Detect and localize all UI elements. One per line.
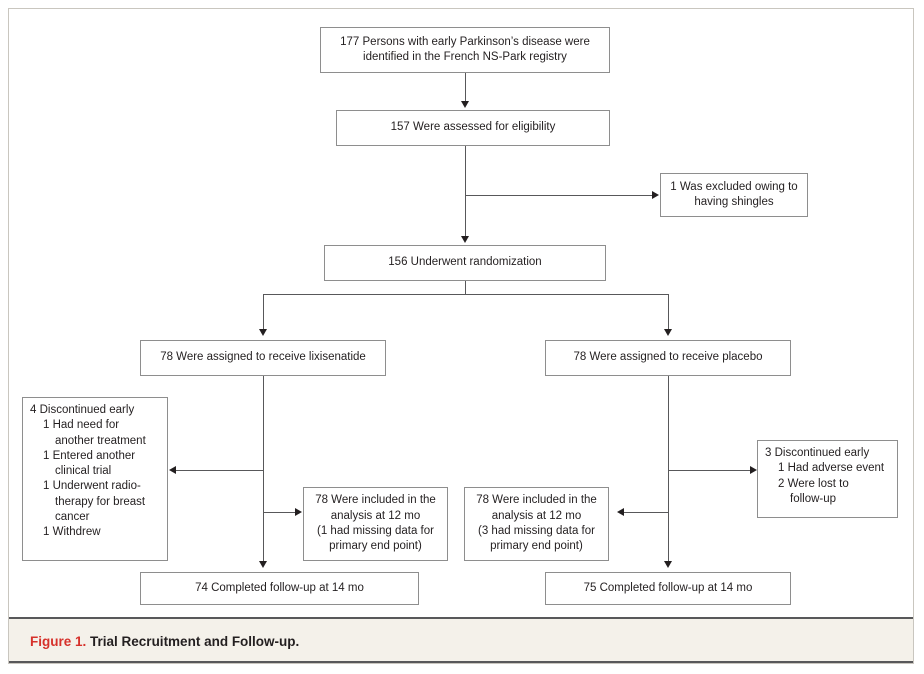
discontinued-lixisenatide-item-3: 1 Underwent radio- therapy for breast ca… bbox=[30, 479, 160, 525]
arrow-excluded bbox=[652, 191, 659, 199]
box-identified-line2: identified in the French NS-Park registr… bbox=[363, 51, 567, 63]
analysis-lixisenatide-line4: primary end point) bbox=[329, 540, 422, 553]
box-assessed: 157 Were assessed for eligibility bbox=[336, 110, 610, 146]
caption-bottom-rule bbox=[9, 661, 913, 663]
box-excluded-line1: 1 Was excluded owing to bbox=[670, 180, 798, 193]
connector-identified-assessed bbox=[465, 73, 466, 103]
placebo-item-1-line1: 1 Had adverse event bbox=[778, 462, 885, 475]
item-4-line1: 1 Withdrew bbox=[43, 526, 101, 539]
box-randomized-line1: 156 Underwent randomization bbox=[388, 256, 542, 269]
connector-split-right bbox=[668, 294, 669, 330]
item-3-line3: cancer bbox=[55, 510, 90, 523]
box-completed-placebo: 75 Completed follow-up at 14 mo bbox=[545, 572, 791, 605]
connector-analysis-placebo bbox=[624, 512, 669, 513]
connector-randomization-split bbox=[263, 294, 668, 295]
box-assigned-lixisenatide-line1: 78 Were assigned to receive lixisenatide bbox=[160, 351, 366, 364]
arrow-analysis-placebo bbox=[617, 508, 624, 516]
completed-lixisenatide-line1: 74 Completed follow-up at 14 mo bbox=[195, 581, 364, 594]
figure-number: Figure 1. bbox=[30, 634, 87, 649]
figure-title: Trial Recruitment and Follow-up. bbox=[90, 634, 300, 649]
arrow-assessed-randomized bbox=[461, 236, 469, 243]
item-1-line2: another treatment bbox=[55, 434, 146, 447]
box-identified-line1: 177 Persons with early Parkinson’s disea… bbox=[340, 35, 590, 48]
box-identified: 177 Persons with early Parkinson’s disea… bbox=[320, 27, 610, 73]
analysis-lixisenatide-line3: (1 had missing data for bbox=[317, 525, 434, 537]
item-1-line1: 1 Had need for bbox=[43, 419, 120, 432]
analysis-placebo-line1: 78 Were included in the bbox=[476, 494, 597, 507]
item-3-line2: therapy for breast bbox=[55, 495, 146, 508]
box-completed-lixisenatide: 74 Completed follow-up at 14 mo bbox=[140, 572, 419, 605]
box-assigned-lixisenatide: 78 Were assigned to receive lixisenatide bbox=[140, 340, 386, 376]
box-analysis-placebo: 78 Were included in the analysis at 12 m… bbox=[464, 487, 609, 561]
connector-randomized-down bbox=[465, 281, 466, 295]
caption-band bbox=[9, 617, 913, 663]
figure-caption: Figure 1. Trial Recruitment and Follow-u… bbox=[30, 634, 299, 649]
box-excluded: 1 Was excluded owing to having shingles bbox=[660, 173, 808, 217]
box-discontinued-lixisenatide: 4 Discontinued early 1 Had need for anot… bbox=[22, 397, 168, 561]
box-analysis-lixisenatide: 78 Were included in the analysis at 12 m… bbox=[303, 487, 448, 561]
box-randomized: 156 Underwent randomization bbox=[324, 245, 606, 281]
caption-top-rule bbox=[9, 617, 913, 619]
arrow-completed-lixisenatide bbox=[259, 561, 267, 568]
arrow-discontinued-placebo bbox=[750, 466, 757, 474]
placebo-item-2-line1: 2 Were lost to bbox=[778, 477, 849, 490]
box-discontinued-placebo-heading: 3 Discontinued early bbox=[765, 447, 870, 459]
connector-right-spine bbox=[668, 376, 669, 563]
analysis-placebo-line3: (3 had missing data for bbox=[478, 525, 595, 537]
box-assessed-line1: 157 Were assessed for eligibility bbox=[390, 121, 556, 134]
box-assigned-placebo-line1: 78 Were assigned to receive placebo bbox=[573, 351, 763, 364]
item-2-line1: 1 Entered another bbox=[43, 449, 136, 462]
arrow-discontinued-lixisenatide bbox=[169, 466, 176, 474]
item-2-line2: clinical trial bbox=[55, 465, 112, 478]
completed-placebo-line1: 75 Completed follow-up at 14 mo bbox=[583, 581, 753, 594]
discontinued-lixisenatide-item-4: 1 Withdrew bbox=[30, 525, 160, 540]
analysis-lixisenatide-line2: analysis at 12 mo bbox=[330, 509, 421, 522]
box-excluded-line2: having shingles bbox=[694, 196, 774, 208]
discontinued-lixisenatide-item-2: 1 Entered another clinical trial bbox=[30, 449, 160, 480]
connector-discontinued-placebo bbox=[668, 470, 750, 471]
analysis-lixisenatide-line1: 78 Were included in the bbox=[315, 494, 436, 507]
connector-analysis-lixisenatide bbox=[263, 512, 295, 513]
arrow-completed-placebo bbox=[664, 561, 672, 568]
arrow-assigned-lixisenatide bbox=[259, 329, 267, 336]
placebo-item-2-line2: follow-up bbox=[790, 492, 837, 505]
discontinued-placebo-item-2: 2 Were lost to follow-up bbox=[765, 477, 890, 508]
box-assigned-placebo: 78 Were assigned to receive placebo bbox=[545, 340, 791, 376]
discontinued-lixisenatide-item-1: 1 Had need for another treatment bbox=[30, 418, 160, 449]
connector-left-spine bbox=[263, 376, 264, 563]
connector-split-left bbox=[263, 294, 264, 330]
connector-assessed-spine bbox=[465, 146, 466, 238]
item-3-line1: 1 Underwent radio- bbox=[43, 480, 141, 493]
box-discontinued-lixisenatide-heading: 4 Discontinued early bbox=[30, 404, 135, 416]
discontinued-placebo-item-1: 1 Had adverse event bbox=[765, 461, 890, 476]
analysis-placebo-line2: analysis at 12 mo bbox=[491, 509, 582, 522]
analysis-placebo-line4: primary end point) bbox=[490, 540, 583, 553]
arrow-analysis-lixisenatide bbox=[295, 508, 302, 516]
arrow-identified-assessed bbox=[461, 101, 469, 108]
box-discontinued-placebo: 3 Discontinued early 1 Had adverse event… bbox=[757, 440, 898, 518]
connector-excluded-horizontal bbox=[465, 195, 652, 196]
connector-discontinued-lixisenatide bbox=[176, 470, 264, 471]
arrow-assigned-placebo bbox=[664, 329, 672, 336]
